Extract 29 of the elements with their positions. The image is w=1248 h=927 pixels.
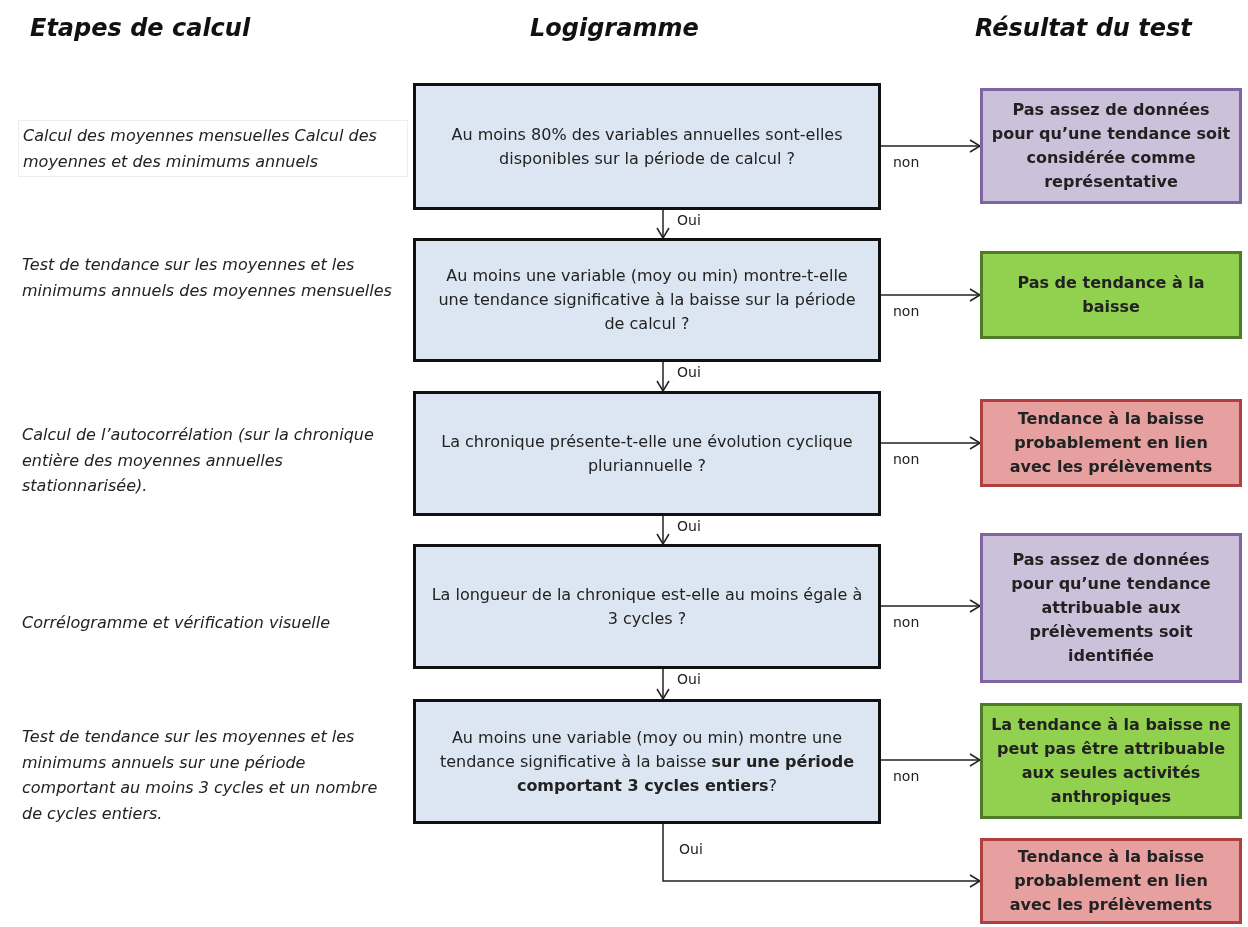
result-box: Pas assez de données pour qu’une tendance attribuable aux prélèvements soit identifiée	[980, 533, 1242, 683]
result-box: Pas de tendance à la baisse	[980, 251, 1242, 339]
question-box: Au moins une variable (moy ou min) montre une tendance significative à la baisse sur une période comportant 3 cycles entiers?	[413, 699, 881, 824]
arrow	[662, 823, 981, 888]
result-box: Tendance à la baisse probablement en lien avec les prélèvements	[980, 399, 1242, 487]
arrow	[656, 668, 670, 700]
question-box: La chronique présente-t-elle une évolution cyclique pluriannuelle ?	[413, 391, 881, 516]
arrow	[656, 209, 670, 239]
step-description: Test de tendance sur les moyennes et les minimums annuels des moyennes mensuelles	[21, 254, 393, 302]
arrow	[656, 361, 670, 392]
step-description: Calcul des moyennes mensuelles Calcul des moyennes et des minimums annuels	[18, 120, 408, 178]
step-description: Corrélogramme et vérification visuelle	[21, 612, 331, 634]
arrow	[880, 599, 981, 613]
step-description: Calcul de l’autocorrélation (sur la chronique entière des moyennes annuelles stationnarisée).	[21, 424, 375, 498]
step-description: Test de tendance sur les moyennes et les minimums annuels sur une période comportant au moins 3 cycles et un nombre de cycles entiers.	[21, 726, 379, 825]
arrow	[880, 288, 981, 302]
result-box: Tendance à la baisse probablement en lien avec les prélèvements	[980, 838, 1242, 924]
question-box: La longueur de la chronique est-elle au moins égale à 3 cycles ?	[413, 544, 881, 669]
column-heading: Logigramme	[530, 14, 699, 42]
arrow	[880, 436, 981, 450]
result-box: La tendance à la baisse ne peut pas être attribuable aux seules activités anthropiques	[980, 703, 1242, 819]
arrow	[656, 515, 670, 545]
question-box: Au moins 80% des variables annuelles sont-elles disponibles sur la période de calcul ?	[413, 83, 881, 210]
arrow	[880, 139, 981, 153]
arrow	[880, 753, 981, 767]
result-box: Pas assez de données pour qu’une tendance soit considérée comme représentative	[980, 88, 1242, 204]
column-heading: Résultat du test	[975, 14, 1192, 42]
question-box: Au moins une variable (moy ou min) montre-t-elle une tendance significative à la baisse sur la période de calcul ?	[413, 238, 881, 362]
column-heading: Etapes de calcul	[30, 14, 251, 42]
